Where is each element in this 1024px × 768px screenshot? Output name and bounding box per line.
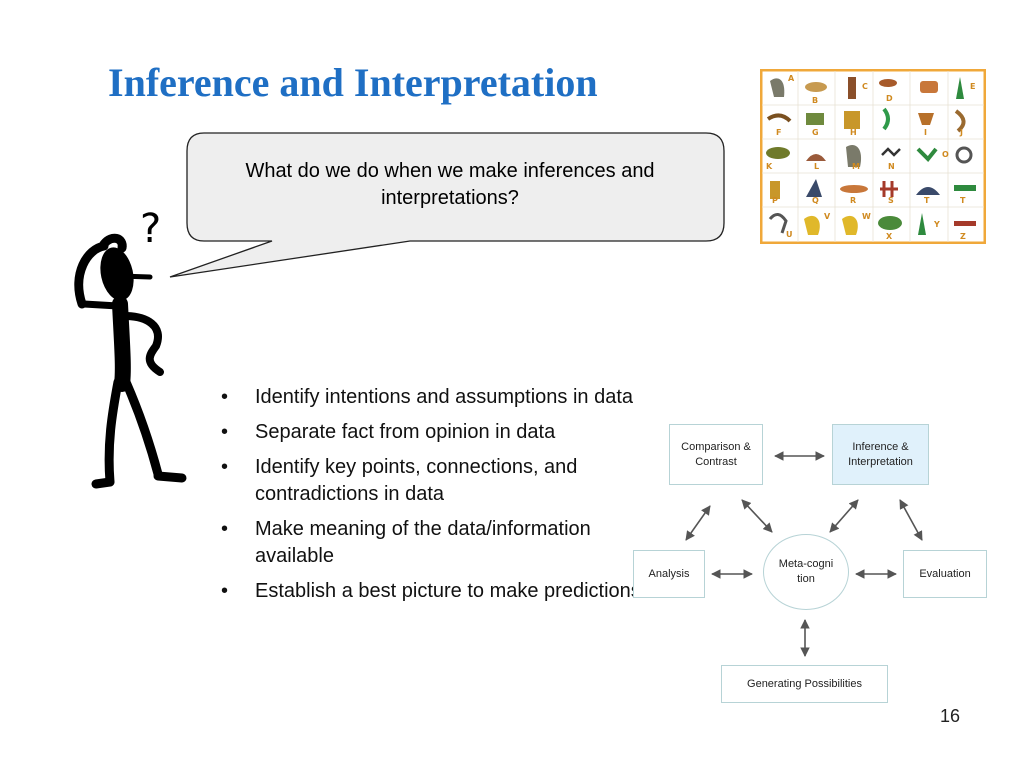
svg-text:J: J	[959, 128, 963, 137]
svg-text:Z: Z	[960, 232, 966, 241]
svg-text:C: C	[862, 82, 868, 91]
svg-text:E: E	[970, 82, 975, 91]
svg-text:B: B	[812, 96, 818, 105]
svg-text:T: T	[924, 196, 930, 205]
svg-text:G: G	[812, 128, 819, 137]
arrow-inference-evaluation	[899, 499, 923, 541]
speech-bubble-text: What do we do when we make inferences an…	[245, 160, 655, 209]
arrow-comparison-analysis	[685, 505, 711, 541]
node-generating-possibilities: Generating Possibilities	[721, 665, 888, 703]
svg-text:F: F	[776, 128, 781, 137]
svg-text:S: S	[888, 196, 894, 205]
speech-bubble	[169, 132, 725, 278]
svg-text:A: A	[788, 74, 795, 83]
svg-text:I: I	[924, 128, 927, 137]
svg-text:P: P	[772, 196, 778, 205]
svg-text:M: M	[852, 162, 860, 171]
svg-text:N: N	[888, 162, 895, 171]
arrow-inference-meta	[829, 499, 859, 533]
svg-text:Y: Y	[933, 220, 940, 229]
hieroglyph-alphabet-chart: A B C D E F G H I J K L M N O P Q R S T …	[760, 69, 986, 244]
svg-text:W: W	[862, 212, 871, 221]
node-metacognition: Meta-cognition	[763, 534, 849, 610]
svg-text:X: X	[886, 232, 893, 241]
thinking-figure-icon: ?	[74, 206, 187, 489]
question-mark: ?	[140, 206, 161, 252]
bullet-item: •Separate fact from opinion in data	[221, 421, 556, 443]
bullet-item: •Establish a best picture to make predic…	[221, 580, 641, 602]
svg-text:K: K	[766, 162, 773, 171]
bullet-item: •Identify intentions and assumptions in …	[221, 386, 634, 408]
svg-text:T: T	[960, 196, 966, 205]
svg-text:O: O	[942, 150, 949, 159]
thinking-skills-diagram	[685, 451, 923, 657]
svg-text:R: R	[850, 196, 856, 205]
node-inference-interpretation: Inference & Interpretation	[832, 424, 929, 485]
svg-text:V: V	[824, 212, 831, 221]
svg-text:L: L	[814, 162, 819, 171]
bullet-list: •Identify intentions and assumptions in …	[218, 384, 658, 613]
slide-title: Inference and Interpretation	[108, 60, 598, 105]
svg-text:H: H	[850, 128, 857, 137]
bullet-item: •Identify key points, connections, and c…	[221, 456, 578, 505]
svg-text:U: U	[786, 230, 793, 239]
page-number: 16	[940, 706, 961, 726]
node-evaluation: Evaluation	[903, 550, 987, 598]
node-comparison-contrast: Comparison & Contrast	[669, 424, 763, 485]
bullet-item: •Make meaning of the data/information av…	[221, 518, 591, 567]
svg-text:D: D	[886, 94, 893, 103]
svg-text:Q: Q	[812, 196, 819, 205]
arrow-comparison-meta	[741, 499, 773, 533]
node-analysis: Analysis	[633, 550, 705, 598]
